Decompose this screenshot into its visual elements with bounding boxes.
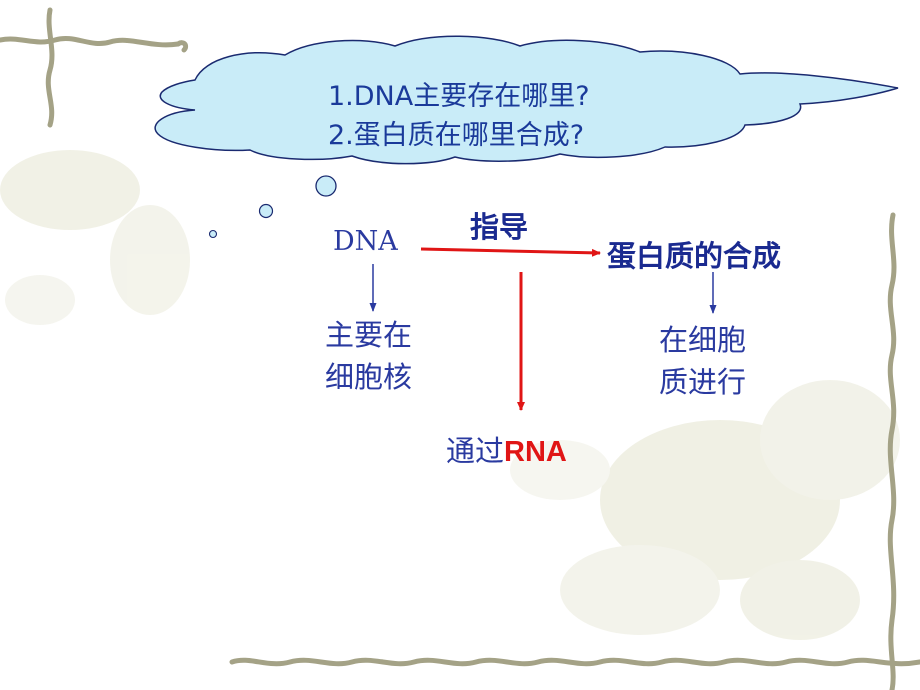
guide-arrow	[420, 247, 601, 257]
protein-location-line2: 质进行	[659, 365, 747, 399]
vine-border-bottom	[229, 657, 920, 667]
background-flowers	[0, 150, 900, 640]
question-2: 2.蛋白质在哪里合成?	[328, 120, 585, 151]
via-prefix: 通过	[446, 434, 505, 468]
vine-border-right	[887, 212, 897, 690]
dna-label: DNA	[333, 226, 398, 257]
guide-label: 指导	[470, 210, 529, 244]
dna-location-line2: 细胞核	[325, 360, 413, 394]
rna-text: RNA	[504, 436, 567, 468]
via-rna-label: 通过RNA	[446, 428, 567, 470]
thought-cloud	[154, 35, 899, 239]
question-1: 1.DNA主要存在哪里?	[328, 81, 590, 112]
vine-border-top-left	[0, 7, 189, 128]
protein-synthesis-label: 蛋白质的合成	[607, 239, 782, 273]
protein-location-line1: 在细胞	[659, 323, 747, 357]
dna-location-line1: 主要在	[325, 318, 413, 352]
